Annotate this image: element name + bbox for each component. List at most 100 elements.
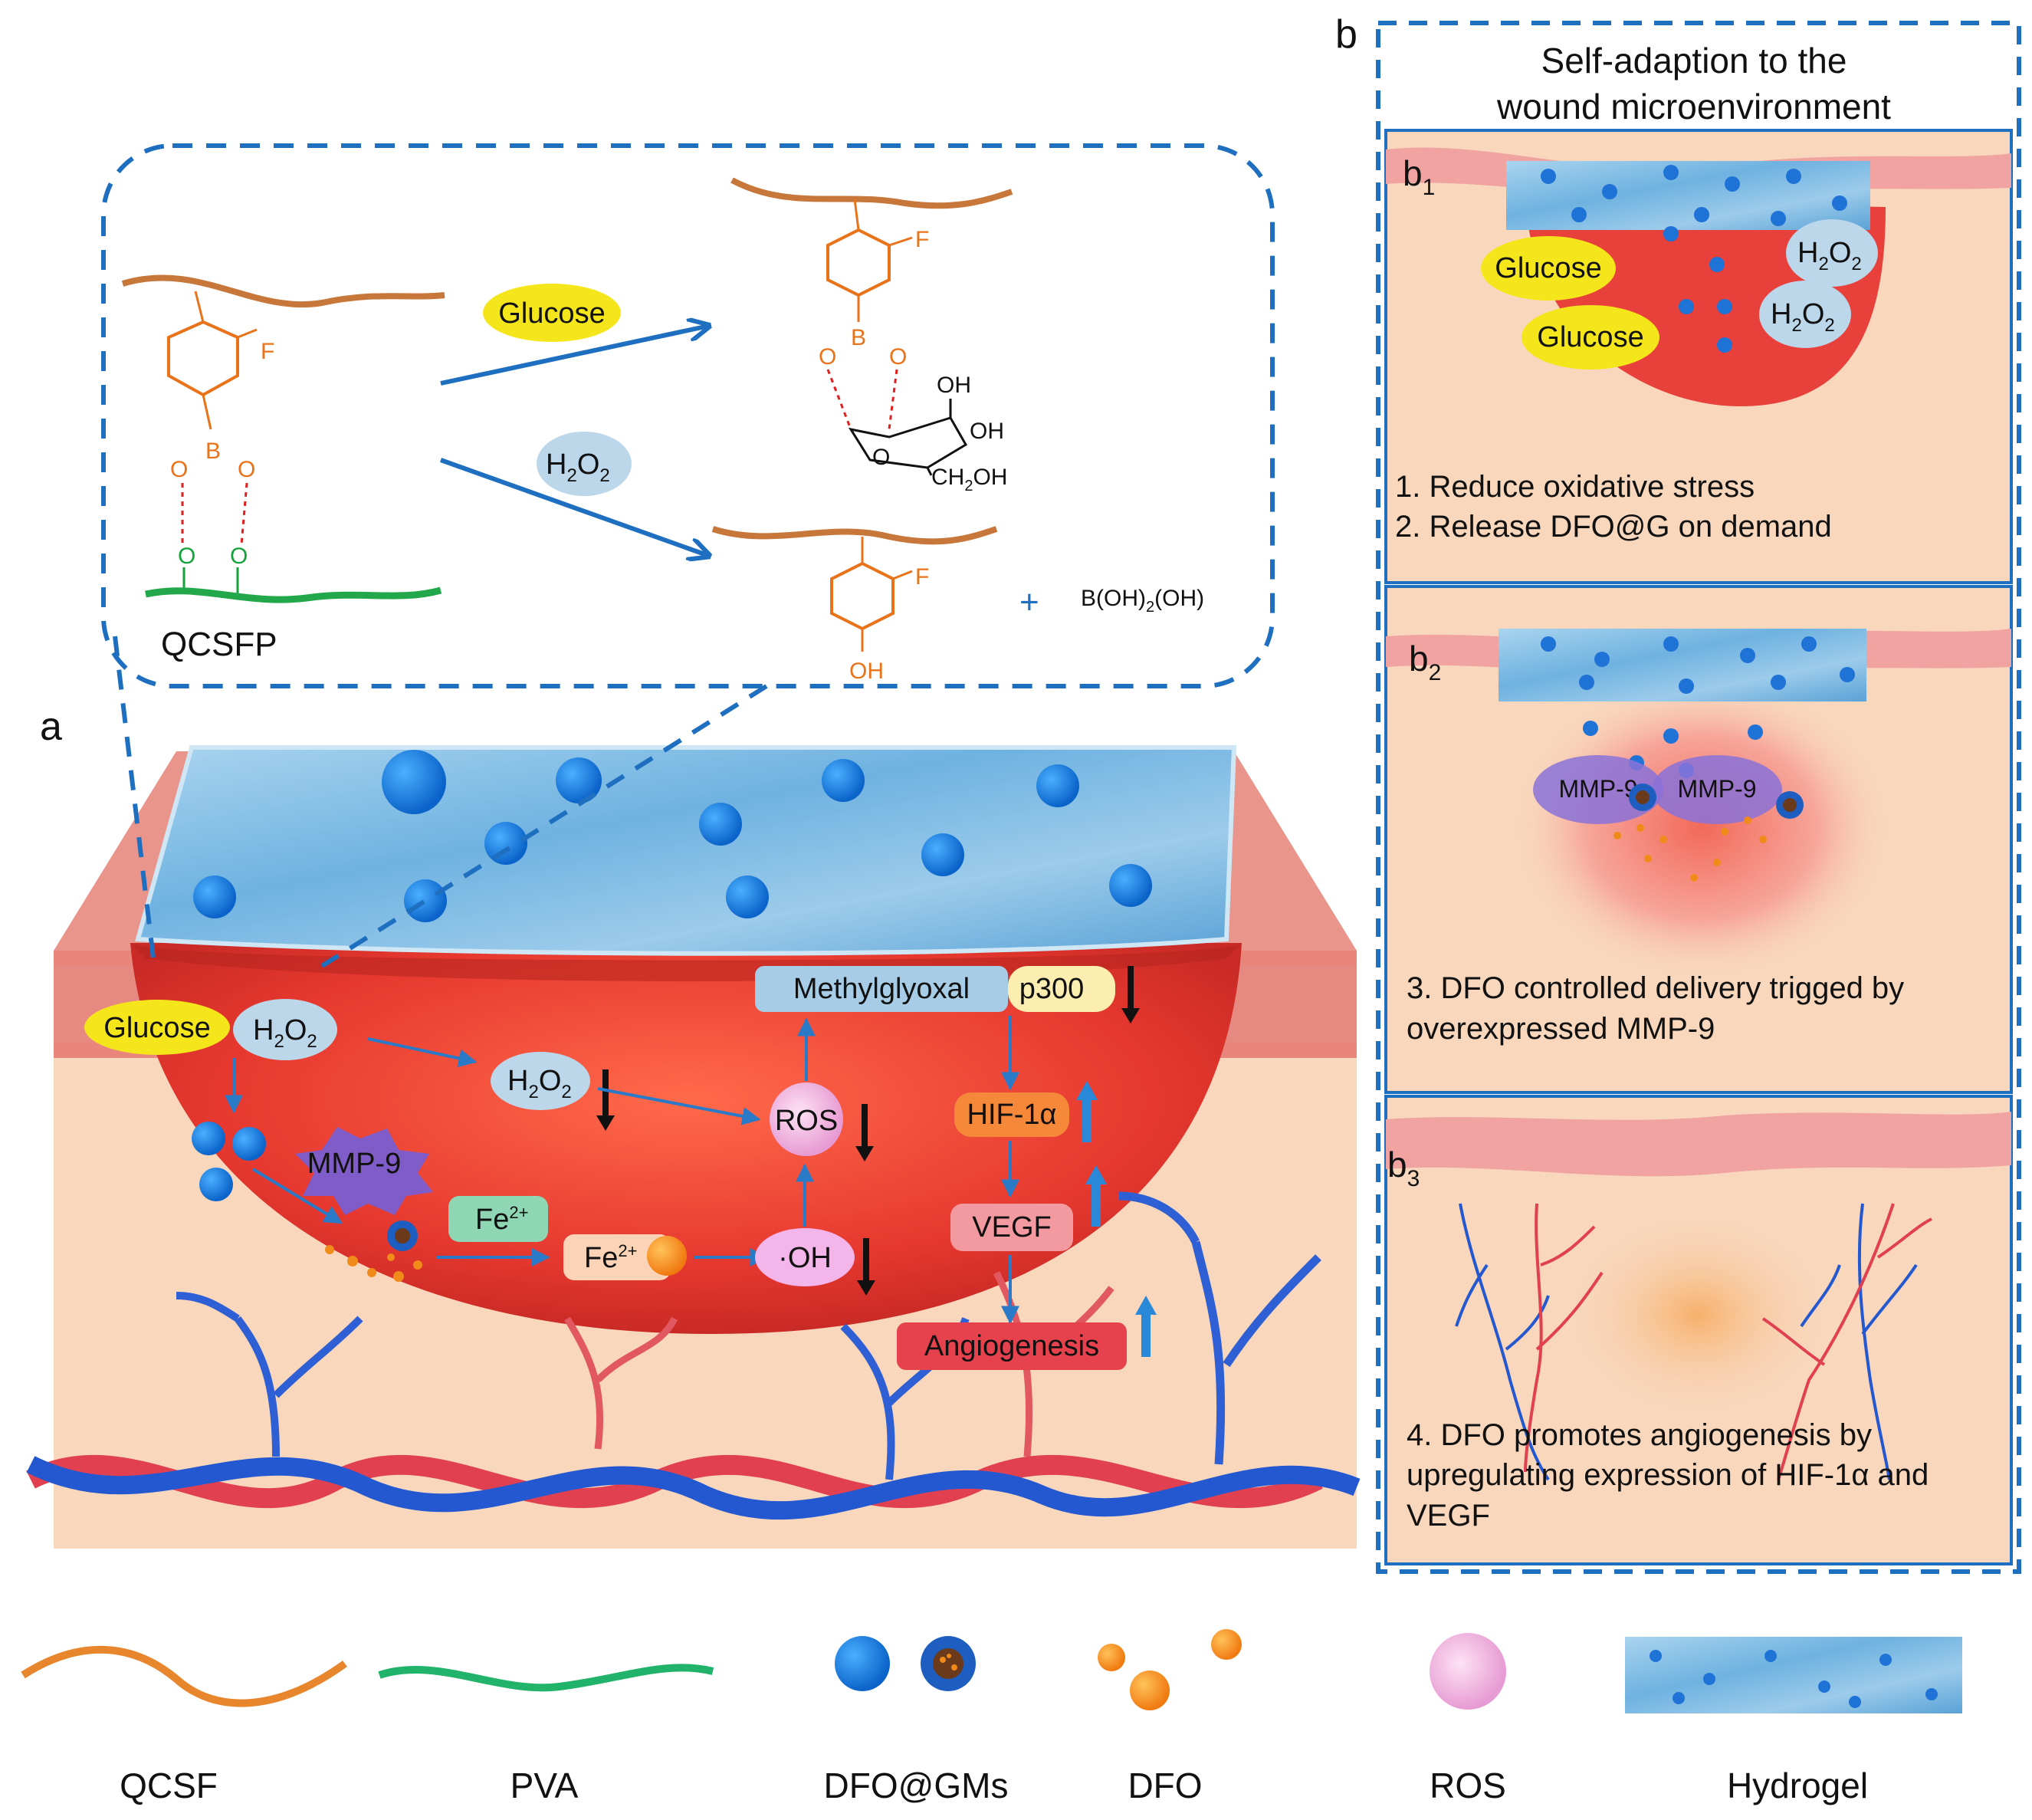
fe2-green-box [448,1196,548,1242]
ring-oxygen: O [872,445,890,470]
b2-label: b2 [1409,639,1441,685]
panel-b1: Glucose Glucose H2O2 H2O2 b1 1. Reduce o… [1384,129,2013,584]
panel-b-label: b [1335,12,1357,57]
panel-b2: MMP-9 MMP-9 b2 3. DFO controlled deliver… [1384,585,2013,1094]
b1-glucose-2-text: Glucose [1537,321,1643,353]
b1-glucose-1 [1481,236,1616,301]
panel-b: b Self-adaption to the wound microenviro… [1335,12,2021,1574]
panel-b-title-1: Self-adaption to the [1541,41,1847,80]
mmp9-blob-wound [295,1127,433,1215]
b1-text-2: 2. Release DFO@G on demand [1395,510,1832,544]
glucose-ring [848,416,968,469]
b2-mmp9-1-text: MMP-9 [1558,775,1637,803]
hif-text: HIF-1α [967,1099,1057,1131]
plus-sign: + [1019,583,1039,621]
pva-oxygen: O [178,544,195,569]
legend-ros-swatch [1430,1633,1506,1710]
oxygen-label: O [238,457,255,482]
zoom-line-left [113,636,156,959]
b2-mmp9-2-text: MMP-9 [1677,775,1756,803]
panel-a-label: a [40,705,62,749]
b3-text-2: upregulating expression of HIF-1α and [1407,1458,1929,1492]
pva-oxygen: O [230,544,248,569]
angiogenesis-text: Angiogenesis [924,1330,1099,1362]
ros-text: ROS [775,1105,838,1137]
wound-pathway: Glucose H2O2 H2O2 MMP-9 Fe2+ Fe2+ [84,966,1157,1370]
glucose-arrow [440,326,709,386]
hydroxyl-radical-pill [755,1228,855,1286]
panel-b3: b3 4. DFO promotes angiogenesis by upreg… [1384,1095,2013,1565]
methylglyoxal-box [755,966,1008,1012]
b1-label: b1 [1403,153,1435,200]
legend-qcsf-swatch [21,1645,347,1707]
ch2oh-label: CH2OH [931,465,1007,494]
fluorine-label: F [915,564,929,590]
b2-text-1: 3. DFO controlled delivery trigged by [1407,971,1904,1005]
b3-label: b3 [1387,1145,1420,1191]
oxygen-label: O [889,344,907,370]
panel-b-title-2: wound microenvironment [1496,87,1891,126]
b1-h2o2-1 [1786,219,1878,287]
glucose-pill-inset [483,284,621,342]
b3-text-3: VEGF [1407,1499,1490,1533]
b2-text-2: overexpressed MMP-9 [1407,1012,1715,1046]
p300-text: p300 [1019,973,1085,1005]
hydroxyl-label: OH [970,419,1004,444]
legend-hydrogel-label: Hydrogel [1727,1766,1868,1805]
boron-label: B [205,439,221,464]
legend-pva-label: PVA [510,1766,579,1805]
b1-glucose-1-text: Glucose [1495,252,1601,284]
b1-h2o2-2-text: H2O2 [1771,298,1835,336]
glucose-pill-text: Glucose [498,297,605,330]
h2o2-reduced-text: H2O2 [507,1065,572,1102]
legend-dfogm-swatch [835,1636,890,1691]
legend-dfogm-label: DFO@GMs [824,1766,1009,1805]
fe2-chelated-text: Fe2+ [584,1241,637,1274]
qcsfp-label: QCSFP [161,626,277,663]
b1-h2o2-2 [1759,281,1851,348]
methylglyoxal-text: Methylglyoxal [793,973,970,1005]
angiogenesis-box [897,1322,1127,1370]
legend: QCSF PVA DFO@GMs DFO ROS Hydrogel [21,1629,1962,1805]
vein [26,1456,1361,1520]
h2o2-pill-inset [537,432,632,496]
hif-box [954,1092,1069,1137]
boron-label: B [851,325,866,350]
wound-glucose-text: Glucose [103,1012,210,1044]
ros-particle [770,1082,843,1156]
p300-box [1008,966,1115,1012]
h2o2-pill-text: H2O2 [546,448,610,486]
legend-pva-swatch [378,1664,714,1692]
h2o2-arrow [439,458,709,556]
fluorine-label: F [261,339,274,364]
hydrogel-dressing [135,745,1237,956]
wound-h2o2-pill [233,999,337,1060]
h2o2-reduced-pill [491,1052,590,1110]
legend-qcsf-label: QCSF [120,1766,218,1805]
vegf-text: VEGF [972,1211,1051,1243]
fe2-green-text: Fe2+ [475,1203,528,1236]
qcsf-chain-top [730,177,1013,209]
b2-mmp9-1 [1533,755,1663,824]
b1-glucose-2 [1522,305,1659,370]
qcsf-chain-left [121,274,445,308]
hydroxyl-label: OH [849,659,884,684]
fe2-chelated-box [563,1234,671,1280]
hydroxyl-radical-text: ·OH [778,1242,832,1274]
oxygen-label: O [170,457,188,482]
legend-dfo-swatch [1098,1644,1125,1671]
b1-h2o2-1-text: H2O2 [1797,237,1862,274]
wound-glucose-pill [84,1000,230,1055]
hydroxyl-label: OH [937,373,971,398]
fluorine-label: F [915,227,929,252]
panel-b-frame [1376,21,2021,1574]
b1-hydrogel [1506,161,1870,230]
qcsf-chain-bottom [711,526,998,545]
b3-text-1: 4. DFO promotes angiogenesis by [1407,1418,1872,1452]
oxygen-label: O [819,344,836,370]
reaction-inset: F B O O O O QCSFP Glucose H2O2 F B O O O [101,143,1275,968]
pva-chain [145,586,442,603]
legend-ros-label: ROS [1430,1766,1506,1805]
b1-text-1: 1. Reduce oxidative stress [1395,470,1755,504]
